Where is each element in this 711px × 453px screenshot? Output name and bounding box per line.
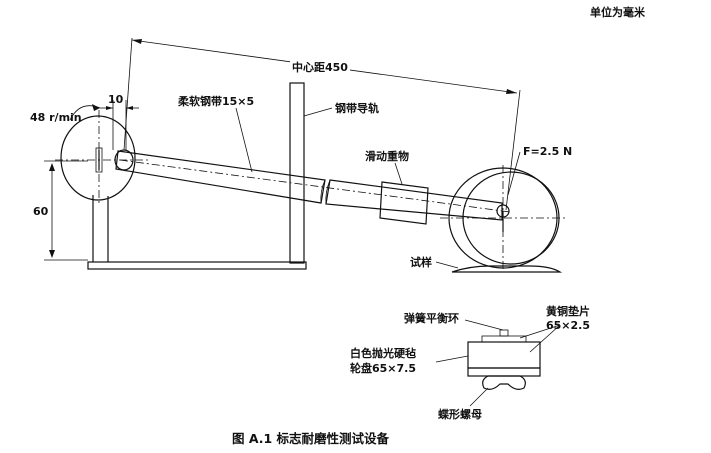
sliding-weight-label: 滑动重物 [365,149,409,163]
offset-label: 10 [108,93,124,106]
strip-guide-post [289,82,305,264]
center-distance-dimension: 中心距450 [123,37,521,211]
brass-pad-label-line2: 65×2.5 [546,319,590,332]
specimen-label: 试样 [410,255,432,269]
felt-wheel-label-line1: 白色抛光硬毡 [350,346,416,360]
figure-caption: 图 A.1 标志耐磨性测试设备 [232,431,390,446]
specimen-base [451,265,563,273]
strip-guide-label: 钢带导轨 [335,101,379,115]
felt-wheel-assembly [467,329,541,390]
height-label: 60 [33,205,49,218]
center-distance-label: 中心距450 [292,60,348,74]
specimen-wheel [440,165,565,270]
support-stand [87,195,307,270]
wing-nut-label: 蝶形螺母 [438,407,482,421]
flexible-strip-label: 柔软钢带15×5 [177,94,254,108]
speed-label: 48 r/min [30,111,82,124]
spring-ring-label: 弹簧平衡环 [404,311,459,325]
offset-dimension: 10 [100,93,139,150]
flexible-steel-strip [115,150,511,221]
sliding-weight [379,181,429,225]
force-label: F=2.5 N [523,145,572,158]
height-dimension: 60 [33,160,88,261]
drive-wheel [55,110,150,205]
units-note: 单位为毫米 [590,5,646,19]
brass-pad-label-line1: 黄铜垫片 [546,304,590,318]
felt-wheel-label-line2: 轮盘65×7.5 [350,361,416,375]
